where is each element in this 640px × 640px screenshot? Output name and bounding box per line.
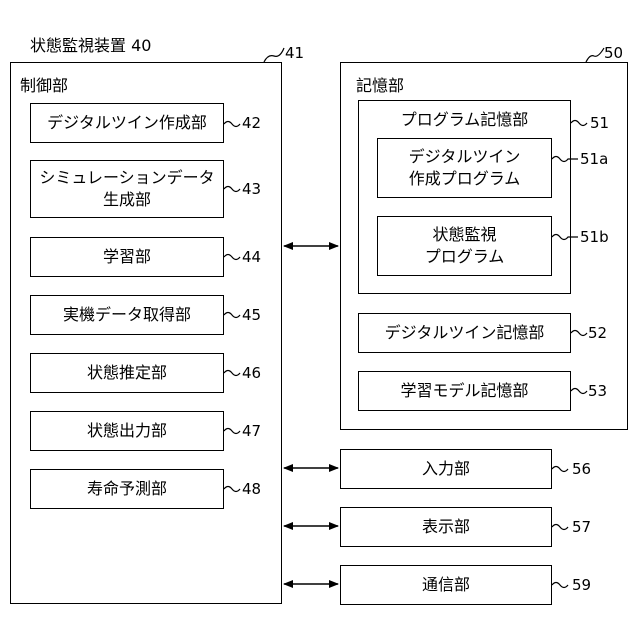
leader-line [571, 121, 587, 126]
leader-line [224, 187, 240, 192]
leader-line [552, 583, 568, 588]
leader-line [571, 331, 587, 336]
leader-line [571, 389, 587, 394]
leader-line [224, 371, 240, 376]
leader-line [224, 255, 240, 260]
leader-line [224, 313, 240, 318]
leader-line [224, 429, 240, 434]
leader-line [552, 157, 578, 162]
leader-line [552, 467, 568, 472]
leader-line [224, 487, 240, 492]
leader-line [586, 48, 604, 62]
leader-line [264, 48, 284, 62]
leader-line [224, 122, 240, 127]
leader-line [552, 525, 568, 530]
leader-line [552, 235, 578, 240]
